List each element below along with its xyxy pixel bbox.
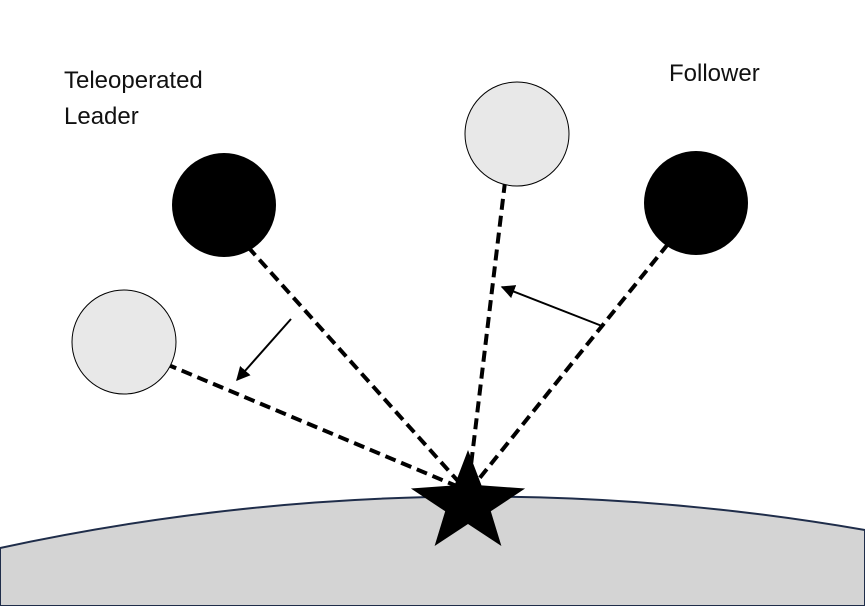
follower-robot-target	[464, 81, 570, 187]
follower-target-tether	[466, 181, 507, 491]
follower-tether	[468, 242, 670, 492]
leader-label: Teleoperated Leader	[64, 63, 203, 135]
star-icon	[410, 450, 526, 546]
follower-arrow-icon	[500, 285, 603, 327]
leader-robot-current	[172, 153, 276, 257]
leader-label-line2: Leader	[64, 103, 139, 130]
leader-target-tether	[165, 362, 467, 492]
leader-robot-target	[71, 289, 177, 395]
ground-surface	[0, 495, 865, 606]
follower-label: Follower	[669, 60, 760, 87]
leader-tether	[246, 245, 468, 492]
leader-arrow-icon	[236, 318, 292, 382]
follower-robot-current	[644, 151, 748, 255]
leader-label-line1: Teleoperated	[64, 67, 203, 94]
